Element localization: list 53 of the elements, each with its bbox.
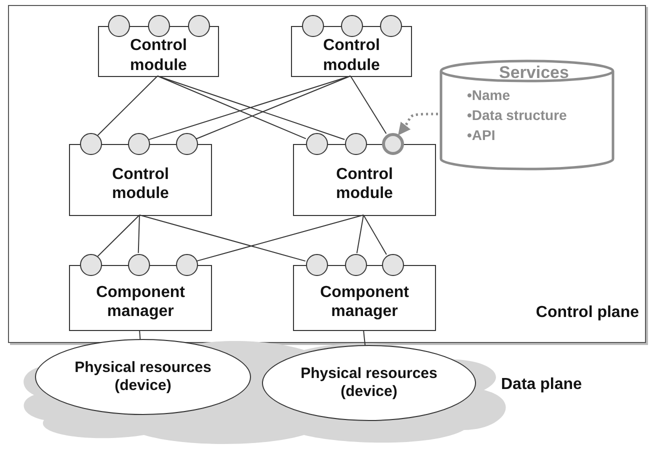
connector-line bbox=[356, 214, 364, 254]
port-circle bbox=[306, 133, 328, 155]
connector-line bbox=[363, 214, 387, 255]
resource-label: Physical resources (device) bbox=[74, 359, 212, 395]
module-label: Control module bbox=[129, 36, 188, 75]
port-circle bbox=[148, 15, 170, 37]
port-circle bbox=[345, 254, 367, 276]
services-item: •API bbox=[467, 127, 496, 144]
port-circle bbox=[108, 15, 130, 37]
module-label: Component manager bbox=[319, 282, 410, 322]
control-plane-frame bbox=[8, 5, 646, 343]
module-label: Control module bbox=[111, 164, 170, 204]
connector-line bbox=[196, 214, 364, 262]
dotted-arrow bbox=[398, 112, 438, 136]
port-circle bbox=[382, 254, 404, 276]
port-circle bbox=[306, 254, 328, 276]
module-label: Control module bbox=[335, 164, 394, 204]
connector-line bbox=[350, 76, 387, 134]
module-label: Control module bbox=[322, 36, 381, 75]
connector-line bbox=[139, 330, 141, 340]
module-box bbox=[291, 26, 412, 77]
module-box bbox=[98, 26, 219, 77]
module-box bbox=[293, 265, 436, 331]
highlighted-port-circle bbox=[382, 133, 404, 155]
plane-label: Data plane bbox=[501, 375, 582, 394]
connector-line bbox=[97, 214, 140, 257]
port-circle bbox=[80, 254, 102, 276]
module-box bbox=[69, 265, 212, 331]
port-circle bbox=[341, 15, 363, 37]
port-circle bbox=[176, 133, 198, 155]
module-label: Component manager bbox=[95, 282, 186, 322]
port-circle bbox=[128, 133, 150, 155]
module-box bbox=[69, 144, 212, 216]
services-item: •Data structure bbox=[467, 107, 567, 124]
plane-label: Control plane bbox=[536, 302, 639, 322]
resource-label: Physical resources (device) bbox=[300, 365, 438, 401]
services-cylinder bbox=[439, 59, 615, 171]
connector-line bbox=[139, 214, 306, 262]
services-item: •Name bbox=[467, 87, 510, 104]
connector-line bbox=[97, 76, 158, 136]
connector-line bbox=[157, 76, 306, 140]
services-title: Services bbox=[499, 63, 569, 84]
connector-line bbox=[196, 76, 351, 140]
port-circle bbox=[176, 254, 198, 276]
connector-line bbox=[363, 330, 366, 346]
port-circle bbox=[128, 254, 150, 276]
port-circle bbox=[345, 133, 367, 155]
port-circle bbox=[380, 15, 402, 37]
port-circle bbox=[80, 133, 102, 155]
port-circle bbox=[188, 15, 210, 37]
port-circle bbox=[302, 15, 324, 37]
connector-line bbox=[138, 214, 140, 254]
module-box bbox=[293, 144, 436, 216]
